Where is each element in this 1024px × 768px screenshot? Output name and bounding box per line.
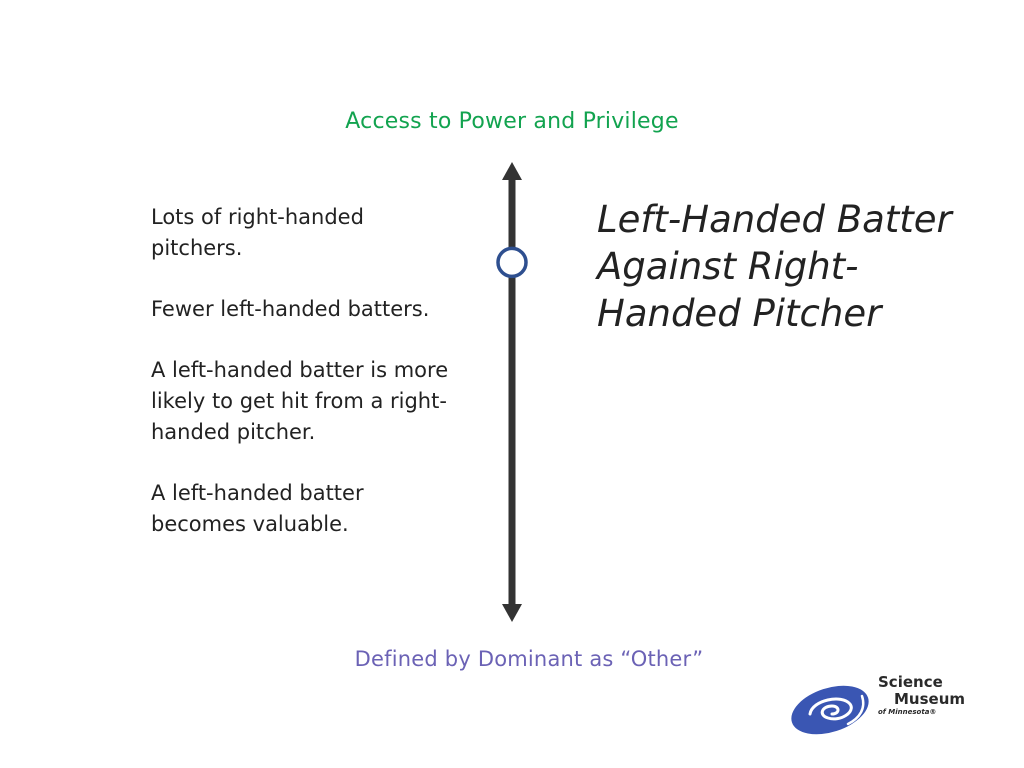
paragraph-2: Fewer left-handed batters. [151, 297, 430, 321]
down-arrowhead-icon [502, 604, 522, 622]
explanation-text: Lots of right-handed pitchers. Fewer lef… [151, 202, 451, 570]
logo-line-museum: Museum [894, 690, 966, 708]
logo-line-science: Science [878, 673, 943, 691]
position-marker-icon [496, 246, 528, 279]
power-spectrum-axis [496, 162, 528, 622]
paragraph-1: Lots of right-handed pitchers. [151, 205, 364, 260]
paragraph-3: A left-handed batter is more likely to g… [151, 358, 449, 444]
paragraph-4: A left-handed batter becomes valuable. [151, 481, 364, 536]
slide-title: Left-Handed Batter Against Right-Handed … [597, 198, 952, 335]
bottom-label: Defined by Dominant as “Other” [354, 647, 704, 671]
logo-wordmark: Science Museum of Minnesota® [878, 674, 965, 717]
logo-line-minnesota: of Minnesota® [878, 708, 937, 716]
up-arrowhead-icon [502, 162, 522, 180]
top-label: Access to Power and Privilege [345, 109, 679, 134]
spiral-swirl-icon [791, 685, 869, 735]
